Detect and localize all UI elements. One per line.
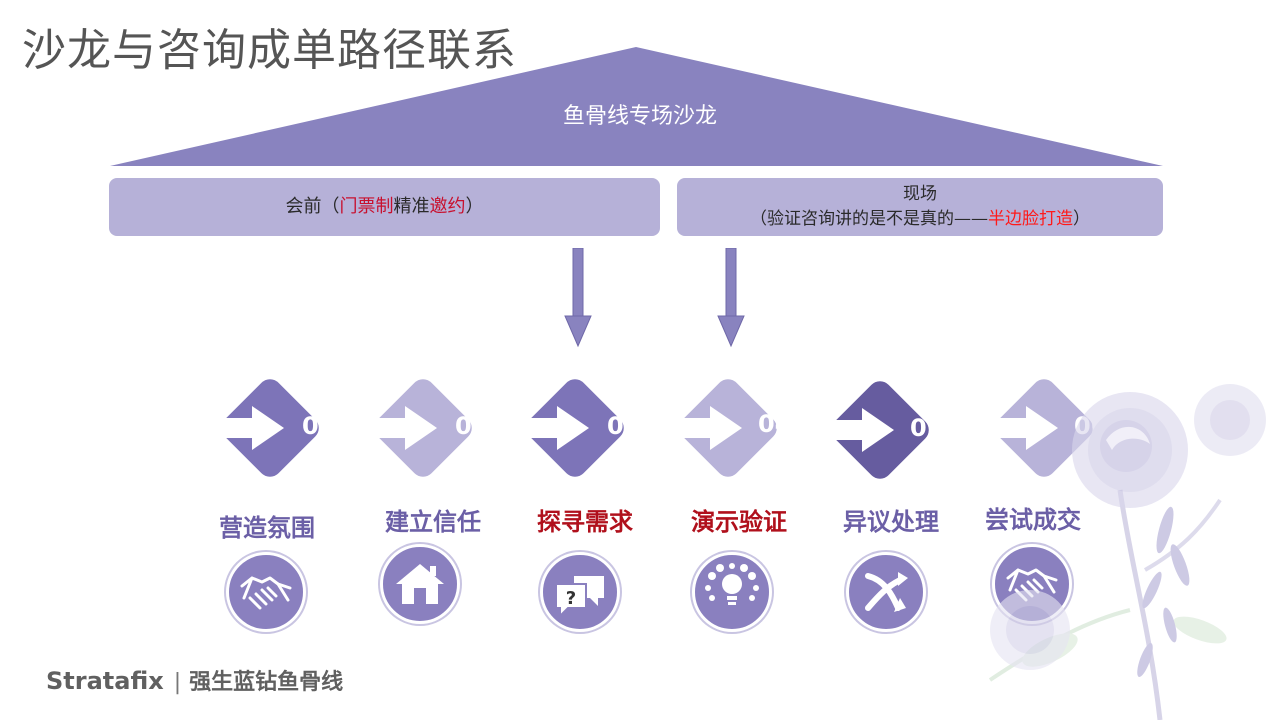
step-diamond-02: 02 — [355, 360, 491, 496]
footer-logo: Stratafix | 强生蓝钻鱼骨线 — [46, 664, 343, 696]
right-arrow-icon — [976, 406, 1058, 450]
step-label: 异议处理 — [843, 508, 939, 536]
chat-question-icon: ? — [540, 552, 620, 632]
step-label: 演示验证 — [691, 508, 787, 536]
step-label: 探寻需求 — [537, 508, 633, 536]
onsite-title: 现场 — [903, 184, 937, 204]
half-face-text: 半边脸打造 — [988, 209, 1073, 229]
right-arrow-icon — [660, 406, 742, 450]
step-label: 营造氛围 — [219, 514, 315, 542]
step-number: 05 — [910, 414, 944, 442]
invitation-text: 邀约 — [429, 196, 466, 217]
footer-subtitle: 强生蓝钻鱼骨线 — [189, 670, 344, 695]
pre-event-panel: 会前（门票制精准邀约） — [109, 178, 660, 236]
step-label: 建立信任 — [385, 508, 481, 536]
step-diamond-03: 03 — [507, 360, 643, 496]
precise-text: 精准 — [393, 196, 430, 217]
step-diamond-04: 04 — [660, 360, 796, 496]
right-arrow-icon — [202, 406, 284, 450]
onsite-subtitle-prefix: （验证咨询讲的是不是真的—— — [750, 209, 988, 229]
pre-event-suffix: ） — [465, 196, 484, 217]
right-arrow-icon — [355, 406, 437, 450]
step-diamond-01: 01 — [202, 360, 338, 496]
flower-decoration — [988, 384, 1266, 720]
roof-label: 鱼骨线专场沙龙 — [562, 104, 717, 129]
onsite-subtitle: （验证咨询讲的是不是真的——半边脸打造） — [677, 207, 1163, 232]
step-number: 04 — [758, 410, 792, 438]
step-label: 尝试成交 — [985, 506, 1081, 534]
onsite-subtitle-suffix: ） — [1073, 209, 1090, 229]
onsite-panel: 现场 （验证咨询讲的是不是真的——半边脸打造） — [677, 178, 1163, 236]
down-arrow-icon — [564, 248, 592, 348]
step-number: 03 — [607, 412, 641, 440]
pre-event-prefix: 会前（ — [285, 196, 340, 217]
brand-name: Stratafix — [46, 667, 164, 695]
house-icon — [380, 544, 460, 624]
crossing-arrows-icon — [846, 552, 926, 632]
footer-separator: | — [173, 670, 182, 695]
lightbulb-idea-icon — [692, 552, 772, 632]
step-diamond-05: 05 — [812, 362, 948, 498]
ticket-system-text: 门票制 — [339, 196, 394, 217]
svg-text:?: ? — [566, 588, 576, 609]
down-arrow-icon — [717, 248, 745, 348]
handshake-icon — [226, 552, 306, 632]
step-number: 02 — [455, 412, 489, 440]
page-title: 沙龙与咨询成单路径联系 — [22, 25, 517, 76]
right-arrow-icon — [507, 406, 589, 450]
right-arrow-icon — [812, 408, 894, 452]
step-number: 01 — [302, 412, 336, 440]
